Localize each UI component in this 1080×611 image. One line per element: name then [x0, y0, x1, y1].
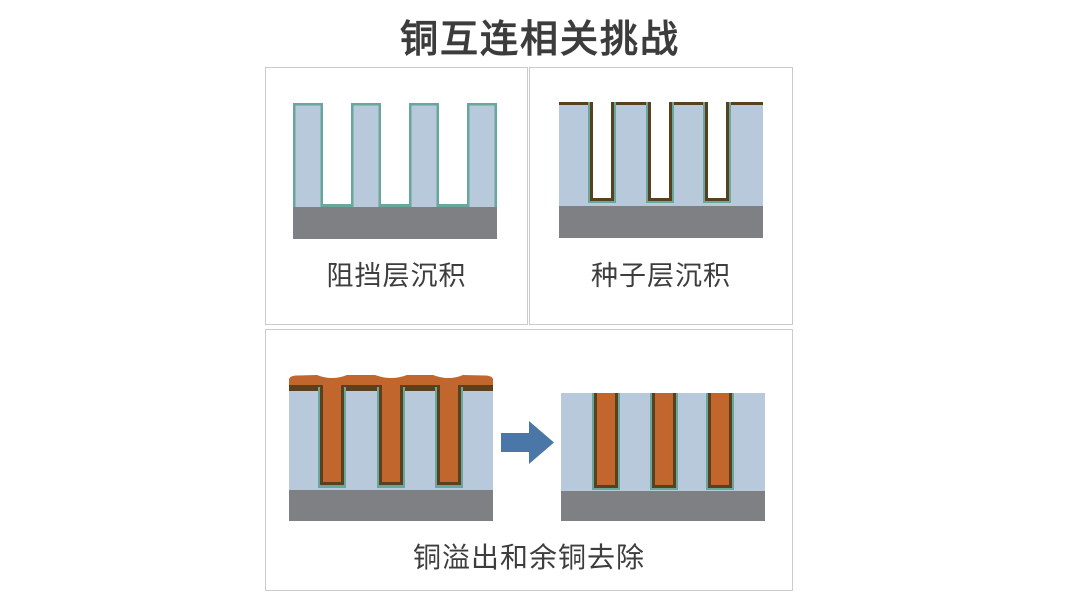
copper-fill	[440, 385, 458, 482]
seed-deposition-diagram	[559, 102, 763, 238]
barrier-trench-bottom-line	[293, 204, 497, 207]
copper-overburden-diagram	[289, 375, 493, 521]
copper-fill	[382, 385, 400, 482]
copper-overburden-layer	[289, 375, 493, 385]
substrate-layer	[559, 206, 763, 238]
panel-caption-barrier: 阻挡层沉积	[326, 261, 467, 291]
dielectric-pillar	[353, 105, 379, 207]
substrate-layer	[293, 207, 497, 239]
page-title: 铜互连相关挑战	[399, 19, 680, 61]
copper-fill	[323, 385, 341, 482]
substrate-layer	[289, 490, 493, 521]
panel-barrier-deposition: 阻挡层沉积	[265, 67, 528, 325]
panel-caption-cmp: 铜溢出和余铜去除	[412, 542, 645, 573]
open-trench	[593, 102, 611, 198]
dielectric-pillar	[469, 105, 495, 207]
dielectric-pillar	[295, 105, 321, 207]
copper-removed-diagram	[561, 393, 765, 521]
open-trench	[708, 102, 726, 198]
dielectric-pillar	[411, 105, 437, 207]
barrier-deposition-diagram	[293, 103, 497, 239]
substrate-layer	[561, 491, 765, 521]
panel-caption-seed: 种子层沉积	[591, 261, 731, 291]
open-trench	[651, 102, 669, 198]
copper-line	[711, 393, 729, 485]
arrow-right-icon	[501, 421, 554, 464]
copper-line	[597, 393, 615, 485]
copper-line	[655, 393, 673, 485]
panel-seed-deposition: 种子层沉积	[529, 67, 793, 325]
panel-copper-cmp: 铜溢出和余铜去除	[265, 329, 793, 591]
arrow-right-shape	[501, 421, 554, 464]
